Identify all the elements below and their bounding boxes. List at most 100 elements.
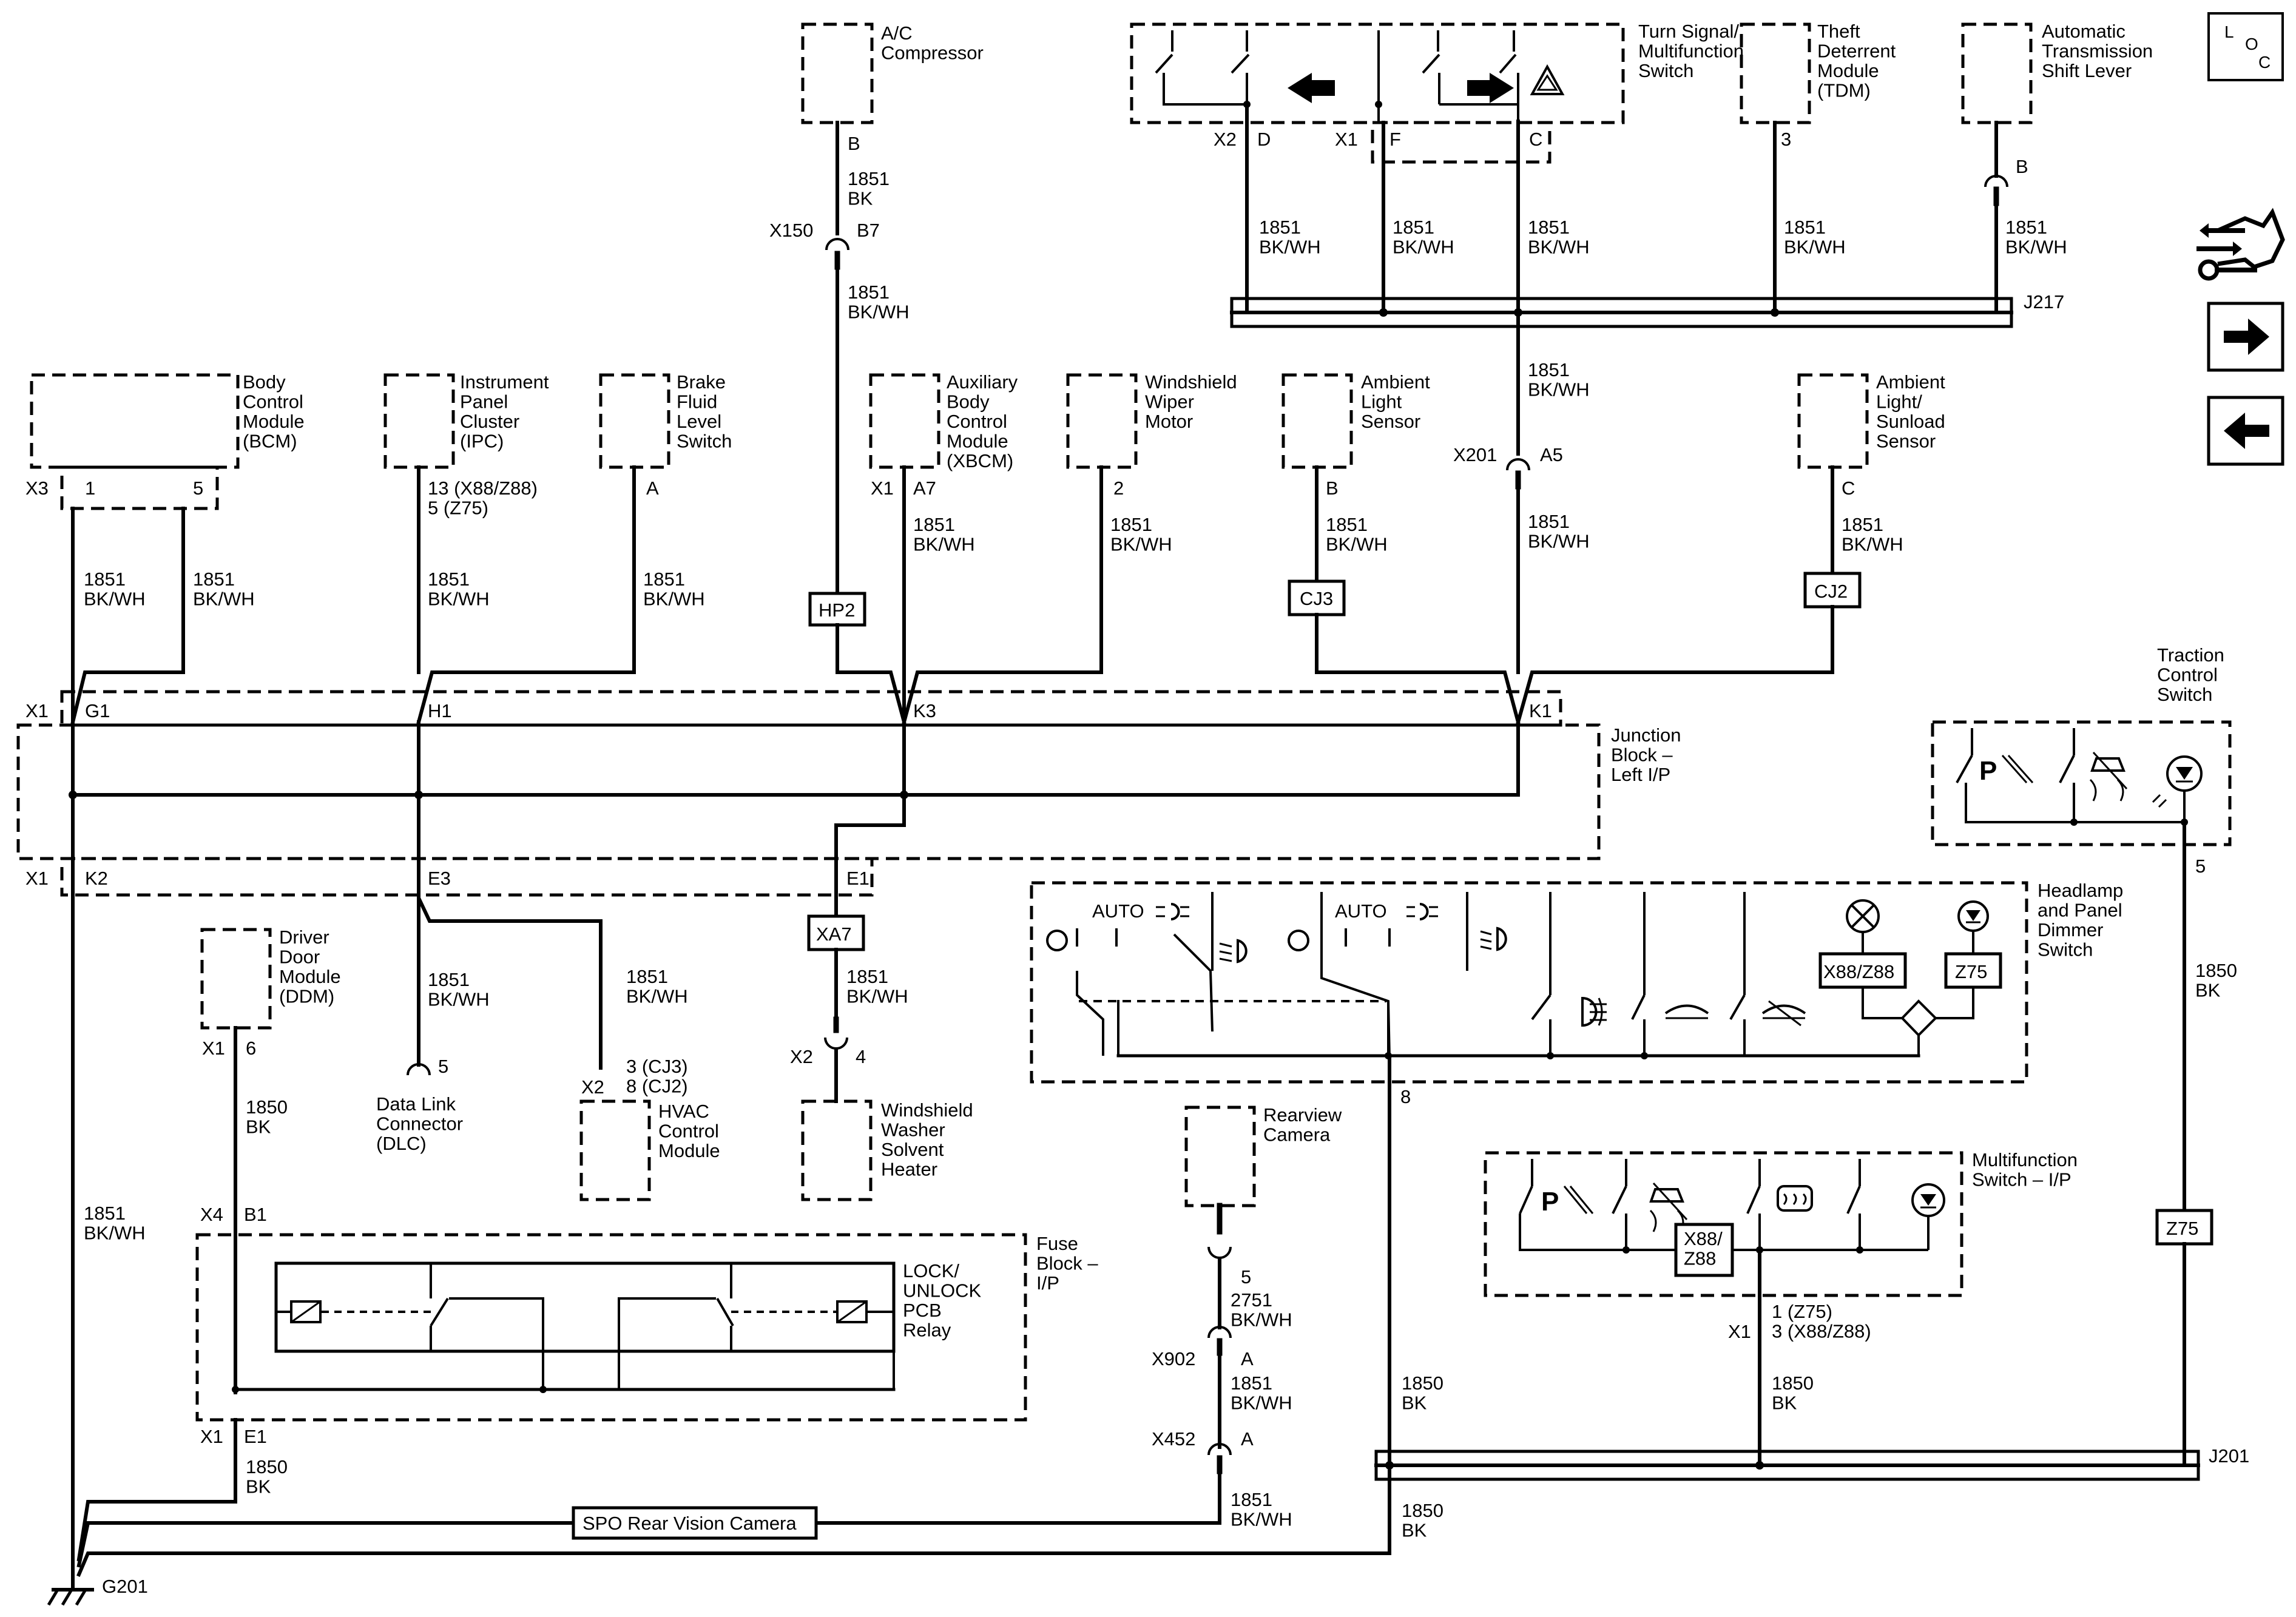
auto-label-1: AUTO [1092,900,1144,922]
x1-sub-connector [1371,121,1551,164]
turn-pin-f: F [1389,129,1401,150]
svg-text:P: P [1541,1187,1559,1217]
loc-icon[interactable] [2207,12,2284,81]
x88z88-mf-option-box [1674,1223,1734,1277]
parking-lamp-icon-2 [1406,903,1438,920]
headlamp-pin-label: 8 [1400,1086,1411,1107]
bcm-pin-5: 5 [193,478,203,499]
shift-lever-connector [1984,175,2008,187]
turn-x2-label: X2 [1214,129,1237,150]
bcm-box [30,373,240,469]
sunload-sensor-box [1797,373,1869,469]
jb-pin-k1: K1 [1529,700,1552,721]
rear-defog-icon [1777,1185,1813,1212]
dlc-pin-label: 5 [438,1056,448,1077]
dome-lamp-icon [1664,1004,1709,1019]
dome-off-icon [1761,1000,1806,1027]
x88z88-label: X88/Z88 [1823,961,1894,982]
wiper-pin-label: 2 [1113,478,1124,499]
parking-lamp-icon [1156,903,1189,920]
ipc-pin-label: 13 (X88/Z88)5 (Z75) [428,478,538,519]
z75-option-box [1944,952,2002,989]
dlc-connector [407,1063,431,1076]
spo-label: SPO Rear Vision Camera [582,1513,797,1534]
x88z88-option-box [1818,952,1907,989]
x902-label: X902 [1152,1348,1195,1369]
xbcm-box [869,373,940,469]
wiper-motor-box [1066,373,1138,469]
camera-pin-label: 5 [1241,1266,1251,1288]
connector-tools-icon[interactable] [2196,208,2285,281]
fuse-pin-b1: B1 [244,1204,267,1225]
jb-x1-bottom-label: X1 [25,868,49,889]
bcm-x3-label: X3 [25,478,49,499]
xa7-label: XA7 [816,923,852,945]
jb-pin-g1: G1 [85,700,110,721]
svg-text:P: P [1979,756,1997,786]
ambient-light-sensor-box [1281,373,1353,469]
headlamp-low-icon-2 [1480,927,1507,951]
hazard-triangle-icon [1530,64,1565,95]
loc-letter-c: C [2258,53,2271,72]
hvac-x2-label: X2 [581,1076,604,1098]
washer-heater-box [801,1099,873,1201]
brake-fluid-pin-label: A [646,478,659,499]
fuse-pin-e1: E1 [244,1426,267,1447]
led-indicator-icon [1957,900,1989,932]
mf-switch-box [1484,1151,1963,1297]
hp2-label: HP2 [819,599,855,621]
traction-slip-icon [2089,751,2128,802]
x150-connector [825,238,849,251]
x150-label: X150 [769,220,813,241]
x150-pin-label: B7 [857,220,880,241]
turn-x1-label: X1 [1335,129,1358,150]
fuse-block-box [195,1233,1027,1422]
ac-compressor-box [801,22,874,124]
traction-switch-box [1931,720,2232,846]
shift-lever-box [1961,22,2033,124]
jb-pin-e1: E1 [846,868,869,889]
z75-label: Z75 [1955,961,1987,982]
xbcm-pin-label: A7 [913,478,936,499]
headlamp-low-icon [1219,939,1248,964]
x452-label: X452 [1152,1428,1195,1450]
cj3-label: CJ3 [1300,588,1333,609]
rearview-camera-box [1184,1106,1256,1207]
loc-letter-l: L [2224,22,2234,41]
x88z88-mf-label: X88/Z88 [1684,1228,1723,1269]
cj2-label: CJ2 [1814,581,1848,602]
x201-connector [1506,458,1530,471]
auto-label-2: AUTO [1335,900,1387,922]
mf-pin-label: 1 (Z75)3 (X88/Z88) [1772,1301,1871,1342]
